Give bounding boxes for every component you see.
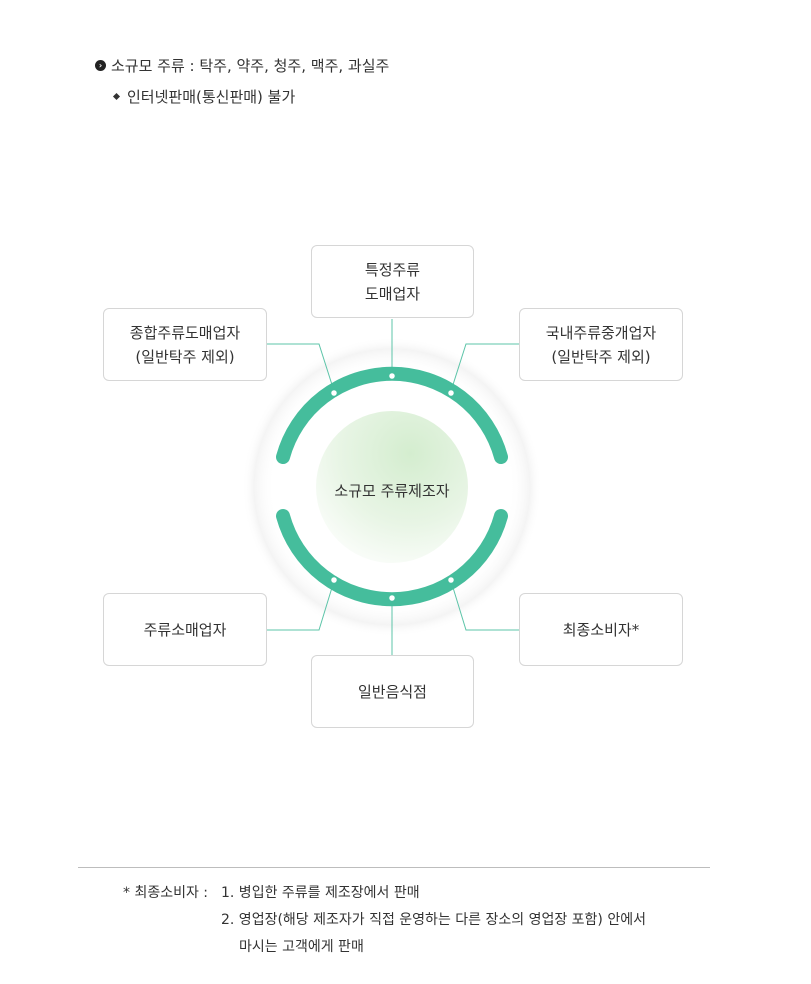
chevron-right-icon: › <box>95 60 106 71</box>
node-label-line-1: 일반음식점 <box>357 682 427 701</box>
ring-dot-lower-left <box>329 575 339 585</box>
header-note: 인터넷판매(통신판매) 불가 <box>127 88 296 106</box>
ring-dot-top <box>387 371 397 381</box>
ring-dot-upper-right <box>446 388 456 398</box>
node-final-consumer: 최종소비자* <box>519 593 683 666</box>
node-label-line-1: 종합주류도매업자 <box>129 323 241 342</box>
node-label-line-1: 국내주류중개업자 <box>545 323 657 342</box>
footnote-item-2: 2. 영업장(해당 제조자가 직접 운영하는 다른 장소의 영업장 포함) 안에… <box>221 912 646 928</box>
footnote-item-3: 마시는 고객에게 판매 <box>239 939 364 955</box>
footnote-prefix: * 최종소비자 : <box>123 885 209 901</box>
connector-upper-left <box>267 343 335 392</box>
node-domestic-liquor-broker: 국내주류중개업자 (일반탁주 제외) <box>519 308 683 381</box>
ring-dots <box>329 371 456 603</box>
header-note-line: 인터넷판매(통신판매) 불가 <box>112 86 296 107</box>
node-general-liquor-wholesaler: 종합주류도매업자 (일반탁주 제외) <box>103 308 267 381</box>
node-label-line-1: 주류소매업자 <box>143 620 227 639</box>
node-liquor-retailer: 주류소매업자 <box>103 593 267 666</box>
node-general-restaurant: 일반음식점 <box>311 655 474 728</box>
connector-lower-left <box>267 580 335 631</box>
divider <box>78 867 710 868</box>
ring-dot-lower-right <box>446 575 456 585</box>
connector-lower-right <box>450 580 519 631</box>
ring-dot-bottom <box>387 593 397 603</box>
footnote-item-1: 1. 병입한 주류를 제조장에서 판매 <box>221 885 420 901</box>
node-label-line-1: 최종소비자* <box>562 620 640 639</box>
center-label: 소규모 주류제조자 <box>334 482 450 500</box>
node-label-line-2: 도매업자 <box>364 284 421 303</box>
ring-dot-upper-left <box>329 388 339 398</box>
node-label-line-2: (일반탁주 제외) <box>135 347 235 366</box>
connector-lines <box>267 319 519 655</box>
node-specific-liquor-wholesaler: 특정주류 도매업자 <box>311 245 474 318</box>
center-circle <box>316 411 468 563</box>
header-title-line: › 소규모 주류 : 탁주, 약주, 청주, 맥주, 과실주 <box>95 55 389 76</box>
connector-upper-right <box>450 343 519 392</box>
node-label-line-2: (일반탁주 제외) <box>551 347 651 366</box>
header-title: 소규모 주류 : 탁주, 약주, 청주, 맥주, 과실주 <box>111 57 390 75</box>
node-label-line-1: 특정주류 <box>364 260 421 279</box>
